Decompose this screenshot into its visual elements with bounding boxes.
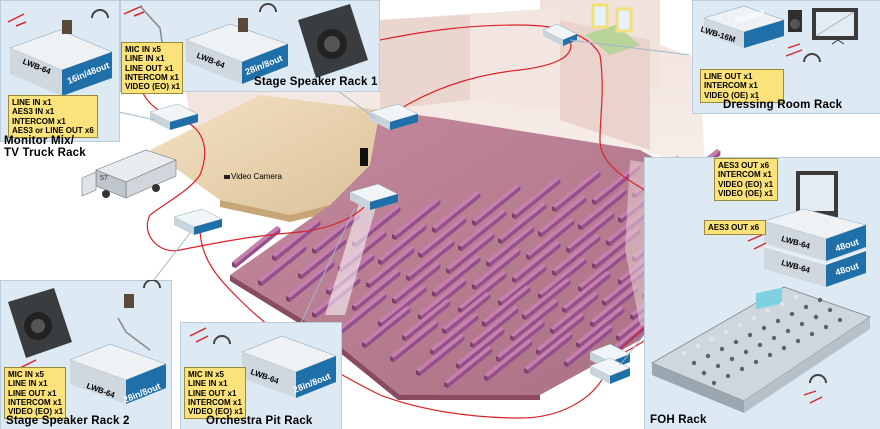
mixer-knob bbox=[809, 331, 815, 337]
mixer-knob bbox=[767, 352, 773, 358]
mixer-knob bbox=[751, 315, 757, 321]
foh-title: FOH Rack bbox=[650, 414, 707, 426]
spec-line: LINE OUT x1 bbox=[8, 388, 57, 398]
dressing-room-illustration bbox=[703, 5, 858, 63]
spec-line: INTERCOM x1 bbox=[8, 397, 62, 407]
monitor-mix-illustration bbox=[7, 9, 113, 96]
spec-line: INTERCOM x1 bbox=[12, 116, 66, 126]
spec-line: VIDEO (OE) x1 bbox=[718, 188, 774, 198]
stage-speaker-2-title: Stage Speaker Rack 2 bbox=[6, 415, 130, 427]
spec-line: MIC IN x5 bbox=[188, 370, 225, 379]
mixer-knob bbox=[739, 366, 745, 372]
mixer-knob bbox=[715, 363, 721, 369]
mixer-knob bbox=[753, 359, 759, 365]
spec-line: AES3 OUT x6 bbox=[708, 223, 760, 232]
mixer-knob bbox=[779, 301, 785, 307]
spec-line: VIDEO (OE) x1 bbox=[704, 90, 760, 100]
mixer-knob bbox=[775, 318, 781, 324]
spec-line: MIC IN x5 bbox=[8, 370, 45, 379]
stage-speaker-1-illustration bbox=[123, 3, 368, 84]
mixer-knob bbox=[691, 360, 697, 366]
spec-line: LINE IN x1 bbox=[188, 379, 228, 389]
mixer-knob bbox=[705, 353, 711, 359]
mixer-knob bbox=[737, 322, 743, 328]
spec-line: VIDEO (EO) x1 bbox=[718, 179, 774, 189]
dressing-room-title: Dressing Room Rack bbox=[723, 99, 843, 111]
mixer-knob bbox=[729, 356, 735, 362]
stage-speaker-1-spec: MIC IN x5 LINE IN x1 LINE OUT x1 INTERCO… bbox=[121, 42, 183, 95]
spec-line: AES3 or LINE OUT x6 bbox=[12, 125, 94, 135]
mixer-knob bbox=[761, 325, 767, 331]
spec-line: LINE IN x1 bbox=[125, 54, 165, 64]
mixer-knob bbox=[785, 328, 791, 334]
spec-line: VIDEO (EO) x1 bbox=[125, 82, 181, 92]
mixer-knob bbox=[781, 345, 787, 351]
spec-line: LINE IN x1 bbox=[8, 379, 48, 389]
mixer-knob bbox=[723, 329, 729, 335]
dressing-room-spec: LINE OUT x1 INTERCOM x1 VIDEO (OE) x1 bbox=[700, 69, 784, 103]
floor-devices bbox=[149, 3, 640, 384]
orchestra-pit-title: Orchestra Pit Rack bbox=[206, 415, 313, 427]
spec-line: LINE IN x1 bbox=[12, 98, 52, 107]
stage-speaker-2-spec: MIC IN x5 LINE IN x1 LINE OUT x1 INTERCO… bbox=[4, 367, 66, 420]
orchestra-pit-spec: MIC IN x5 LINE IN x1 LINE OUT x1 INTERCO… bbox=[184, 367, 246, 420]
mixer-knob bbox=[793, 294, 799, 300]
spec-line: LINE OUT x1 bbox=[188, 388, 237, 398]
mixer-knob bbox=[823, 324, 829, 330]
camera-beam bbox=[325, 200, 378, 315]
spec-line: INTERCOM x1 bbox=[125, 72, 179, 82]
monitor-mix-spec: LINE IN x1 AES3 IN x1 INTERCOM x1 AES3 o… bbox=[8, 95, 98, 139]
mixer-knob bbox=[709, 336, 715, 342]
tv-truck: 57 bbox=[81, 149, 177, 199]
foh-spec-aes: AES3 OUT x6 bbox=[704, 220, 766, 236]
mixer-knobs bbox=[681, 287, 843, 386]
video-camera-icon bbox=[224, 175, 230, 179]
stage-speaker-2-illustration bbox=[8, 280, 167, 404]
panel-connectors bbox=[109, 39, 691, 366]
video-camera-label: Video Camera bbox=[231, 172, 282, 181]
spec-line: VIDEO (EO) x1 bbox=[188, 407, 244, 417]
monitor-mix-title-line1: Monitor Mix/ bbox=[4, 135, 75, 147]
mixer-knob bbox=[711, 380, 717, 386]
mixer-knob bbox=[695, 343, 701, 349]
mixer-knob bbox=[747, 332, 753, 338]
mixer-knob bbox=[701, 370, 707, 376]
orchestra-pit-illustration bbox=[189, 327, 337, 398]
monitor-mix-title: Monitor Mix/ TV Truck Rack bbox=[4, 135, 86, 159]
mixer-knob bbox=[725, 373, 731, 379]
mixer-knob bbox=[719, 346, 725, 352]
mixer-knob bbox=[789, 311, 795, 317]
spec-line: AES3 OUT x6 bbox=[718, 161, 770, 170]
mixer-knob bbox=[733, 339, 739, 345]
mixer-knob bbox=[799, 321, 805, 327]
spec-line: AES3 IN x1 bbox=[12, 107, 55, 117]
mixer-knob bbox=[827, 307, 833, 313]
spec-line: MIC IN x5 bbox=[125, 45, 162, 54]
mixer-knob bbox=[757, 342, 763, 348]
mixer-knob bbox=[795, 338, 801, 344]
foh-spec-main: AES3 OUT x6 INTERCOM x1 VIDEO (EO) x1 VI… bbox=[714, 158, 778, 202]
spec-line: INTERCOM x1 bbox=[188, 397, 242, 407]
mixer-knob bbox=[817, 297, 823, 303]
spec-line: LINE OUT x1 bbox=[125, 63, 174, 73]
svg-text:57: 57 bbox=[100, 175, 108, 182]
mixer-knob bbox=[807, 287, 813, 293]
mixer-knob bbox=[681, 350, 687, 356]
spec-line: INTERCOM x1 bbox=[704, 81, 758, 91]
stage-speaker-1-title: Stage Speaker Rack 1 bbox=[254, 76, 378, 88]
mixer-knob bbox=[765, 308, 771, 314]
monitor-mix-title-line2: TV Truck Rack bbox=[4, 147, 86, 159]
mixer-knob bbox=[743, 349, 749, 355]
mixer-knob bbox=[837, 317, 843, 323]
mixer-knob bbox=[813, 314, 819, 320]
mixer-knob bbox=[771, 335, 777, 341]
mixer-knob bbox=[803, 304, 809, 310]
spec-line: VIDEO (EO) x1 bbox=[8, 407, 64, 417]
stage-floor bbox=[150, 95, 380, 222]
spec-line: LINE OUT x1 bbox=[704, 72, 753, 81]
spec-line: INTERCOM x1 bbox=[718, 170, 772, 180]
